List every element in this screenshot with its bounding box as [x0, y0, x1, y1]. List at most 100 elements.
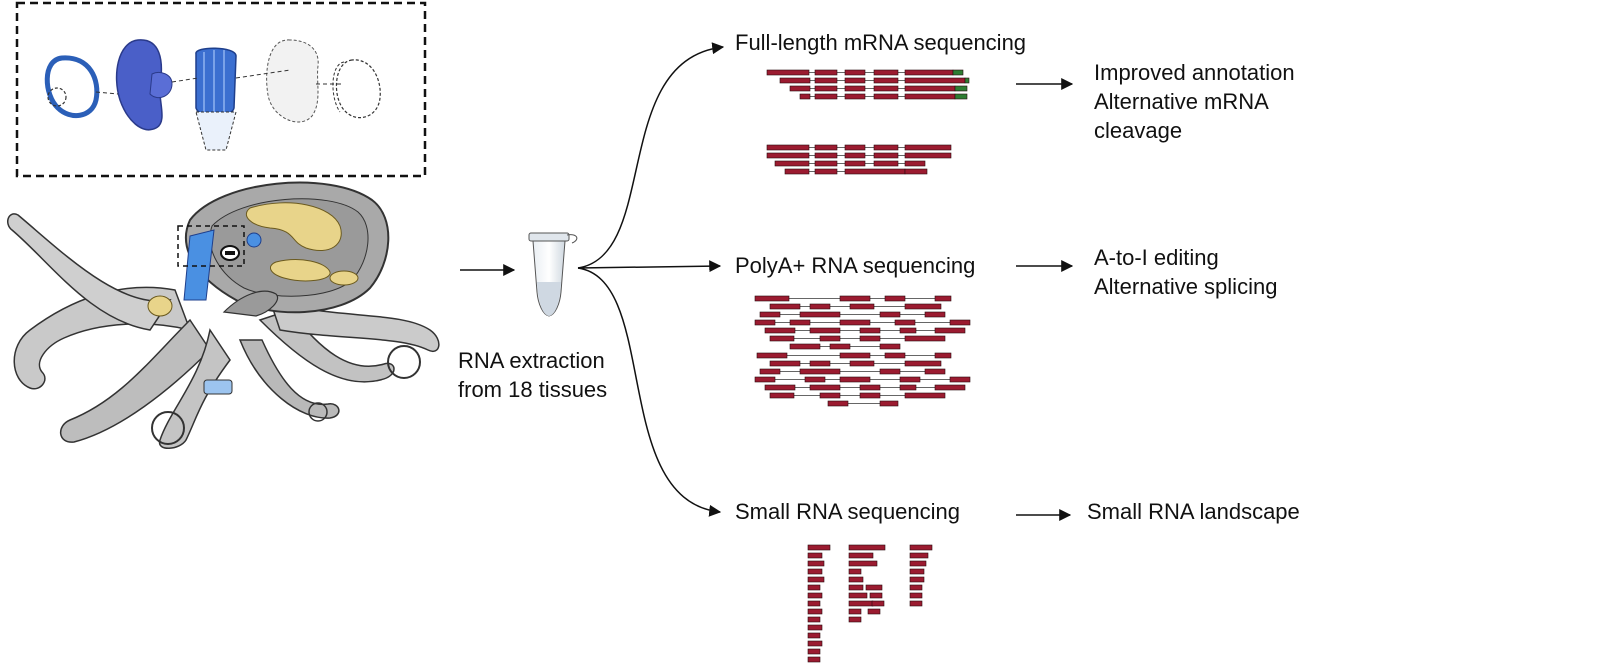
- small-rna-read: [807, 592, 823, 599]
- small-rna-read: [909, 576, 925, 583]
- exon-segment: [873, 93, 899, 100]
- exon-segment: [873, 160, 899, 167]
- exon-segment: [766, 144, 810, 151]
- exon-segment: [844, 93, 866, 100]
- exon-segment: [766, 69, 810, 76]
- branch-arrow-full-length: [577, 42, 725, 269]
- exon-segment: [756, 352, 788, 359]
- exon-segment: [844, 69, 866, 76]
- polya-outcome-2: Alternative splicing: [1094, 274, 1278, 299]
- dissected-tissue-icon: [15, 1, 427, 178]
- exon-segment: [904, 360, 942, 367]
- exon-segment: [879, 343, 901, 350]
- small-rna-read: [867, 608, 881, 615]
- small-rna-read: [848, 552, 874, 559]
- exon-segment: [769, 303, 801, 310]
- exon-segment: [819, 392, 841, 399]
- exon-segment: [754, 376, 776, 383]
- small-rna-read: [909, 568, 925, 575]
- exon-segment: [759, 368, 781, 375]
- exon-segment: [949, 376, 971, 383]
- exon-segment: [839, 376, 871, 383]
- exon-segment: [899, 376, 921, 383]
- exon-segment: [904, 168, 928, 175]
- exon-segment: [873, 77, 899, 84]
- octopus-icon: [7, 181, 440, 449]
- exon-segment: [949, 319, 971, 326]
- small-rna-read: [848, 592, 868, 599]
- extraction-label-line1: RNA extraction: [458, 348, 605, 373]
- exon-segment: [859, 327, 881, 334]
- exon-segment: [814, 152, 838, 159]
- exon-segment: [879, 400, 899, 407]
- small-rna-read: [807, 552, 823, 559]
- small-rna-read: [871, 600, 885, 607]
- exon-segment: [784, 168, 810, 175]
- exon-segment: [827, 400, 849, 407]
- exon-segment: [844, 168, 906, 175]
- small-rna-read: [807, 568, 823, 575]
- small-rna-read: [807, 648, 821, 655]
- exon-segment: [809, 384, 841, 391]
- exon-segment: [799, 93, 811, 100]
- exon-segment: [799, 368, 841, 375]
- exon-segment: [814, 85, 838, 92]
- small-rna-read: [909, 552, 929, 559]
- full-length-reads-illustration: [766, 69, 970, 175]
- small-rna-read: [807, 544, 831, 551]
- small-rna-read: [909, 584, 923, 591]
- exon-segment: [873, 69, 899, 76]
- exon-segment: [769, 335, 795, 342]
- exon-segment: [844, 160, 866, 167]
- polya-tail-segment: [964, 77, 970, 84]
- exon-segment: [839, 295, 871, 302]
- small-rna-read: [909, 560, 927, 567]
- exon-segment: [934, 384, 966, 391]
- exon-segment: [809, 327, 841, 334]
- exon-segment: [904, 152, 952, 159]
- exon-segment: [934, 352, 952, 359]
- exon-segment: [873, 152, 899, 159]
- small-rna-read: [807, 616, 821, 623]
- exon-segment: [924, 368, 946, 375]
- exon-segment: [766, 152, 810, 159]
- small-rna-read: [848, 608, 862, 615]
- polya-reads-illustration: [754, 295, 971, 407]
- small-rna-read: [807, 576, 825, 583]
- branch-arrow-small-rna: [577, 267, 722, 517]
- branch-arrow-polya: [577, 260, 722, 273]
- exon-segment: [859, 392, 881, 399]
- exon-segment: [764, 327, 796, 334]
- polya-tail-segment: [954, 93, 968, 100]
- small-rna-read: [848, 568, 862, 575]
- exon-segment: [779, 77, 811, 84]
- exon-segment: [754, 319, 776, 326]
- exon-segment: [814, 69, 838, 76]
- exon-segment: [859, 384, 881, 391]
- exon-segment: [899, 384, 917, 391]
- exon-segment: [904, 160, 926, 167]
- exon-segment: [904, 93, 956, 100]
- exon-segment: [904, 144, 952, 151]
- exon-segment: [839, 352, 871, 359]
- small-rna-read: [848, 616, 862, 623]
- exon-segment: [844, 77, 866, 84]
- exon-segment: [879, 368, 901, 375]
- exon-segment: [904, 69, 954, 76]
- exon-segment: [814, 93, 838, 100]
- exon-segment: [844, 152, 866, 159]
- full-length-method-label: Full-length mRNA sequencing: [735, 30, 1027, 55]
- exon-segment: [904, 335, 946, 342]
- exon-segment: [873, 85, 899, 92]
- exon-segment: [789, 85, 811, 92]
- polya-tail-segment: [952, 69, 964, 76]
- exon-segment: [819, 335, 841, 342]
- microcentrifuge-tube-icon: [528, 232, 578, 317]
- exon-segment: [844, 85, 866, 92]
- small-rna-reads-illustration: [807, 544, 933, 663]
- small-rna-read: [807, 584, 821, 591]
- polya-tail-segment: [954, 85, 968, 92]
- exon-segment: [804, 376, 826, 383]
